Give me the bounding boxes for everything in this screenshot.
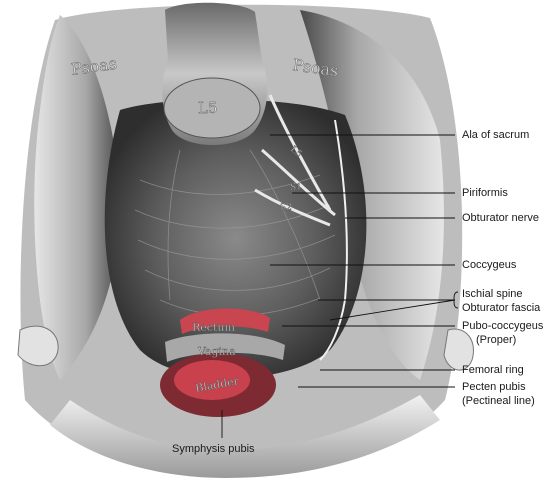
- label-obturator-fascia: Obturator fascia: [462, 302, 541, 314]
- rectum-label: Rectum: [192, 321, 235, 334]
- right-femoral-ring: [443, 328, 474, 371]
- right-psoas-muscle: [300, 10, 444, 380]
- vagina-organ: [165, 333, 285, 362]
- label-piriformis: Piriformis: [462, 187, 508, 199]
- label-symphysis-pubis: Symphysis pubis: [172, 443, 255, 455]
- rectum-organ: [180, 308, 270, 334]
- nerve-s2-label: S2: [280, 203, 292, 213]
- left-psoas-muscle: [34, 15, 120, 380]
- label-femoral-ring: Femoral ring: [462, 364, 524, 376]
- label-pubo-coccygeus: Pubo-coccygeus: [462, 320, 544, 332]
- leader-obturator-fascia: [329, 299, 456, 321]
- label-pecten-pubis-sub: (Pectineal line): [462, 395, 535, 407]
- left-femoral-ring: [17, 325, 59, 367]
- obturator-nerve-line: [319, 119, 348, 361]
- leader-lines: [221, 134, 456, 438]
- bladder-lumen: [174, 360, 250, 400]
- label-ala-of-sacrum: Ala of sacrum: [462, 129, 530, 141]
- pelvic-basin: [104, 99, 367, 379]
- vagina-label: Vagina: [197, 345, 236, 358]
- sacral-nerves: [254, 94, 336, 227]
- label-pecten-pubis: Pecten pubis: [462, 381, 526, 393]
- label-bracket: [453, 291, 459, 309]
- label-ischial-spine: Ischial spine: [462, 288, 523, 300]
- vertebra-label: L5: [198, 99, 218, 117]
- nerve-s1-label: S1: [290, 183, 302, 193]
- label-pubo-coccygeus-sub: (Proper): [476, 334, 517, 346]
- l5-vertebra: [163, 77, 261, 139]
- pubic-symphysis-bone: [50, 395, 440, 478]
- label-obturator-nerve: Obturator nerve: [462, 212, 540, 224]
- label-coccygeus: Coccygeus: [462, 259, 517, 271]
